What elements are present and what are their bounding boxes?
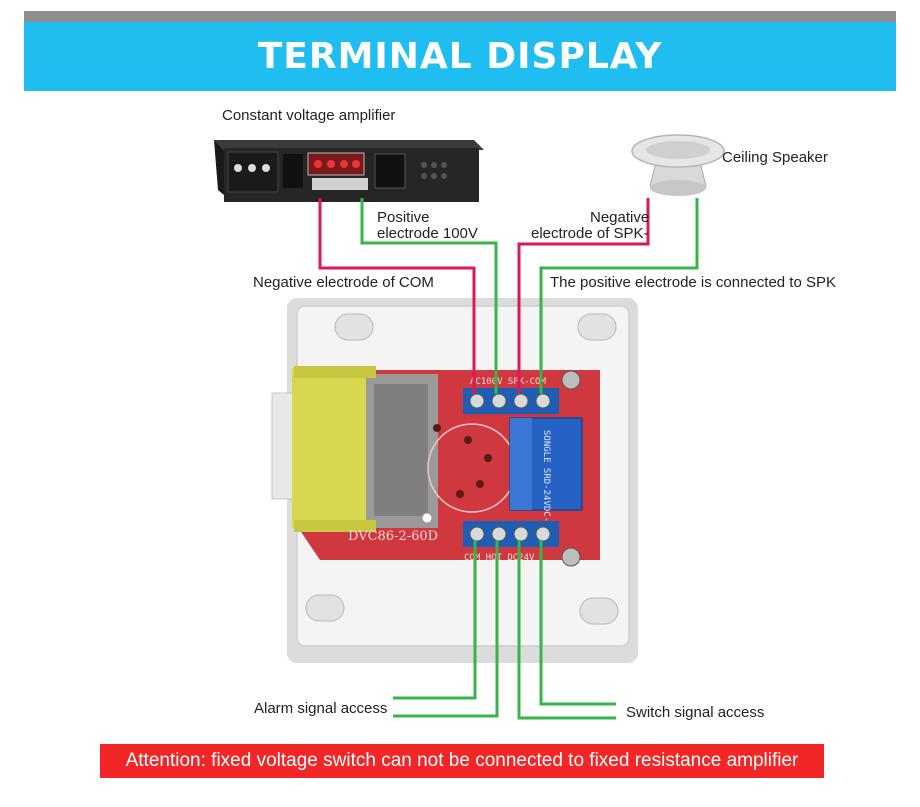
title-banner: TERMINAL DISPLAY [24, 22, 896, 91]
negative-com-label: Negative electrode of COM [253, 274, 434, 291]
positive-spk-label: The positive electrode is connected to S… [550, 274, 836, 291]
board-model-label: DVC86-2-60D [348, 529, 438, 544]
switch-signal-label: Switch signal access [626, 704, 765, 721]
top-bar [24, 11, 896, 22]
relay-label: SONGLE SRD-24VDC-SL-C [541, 430, 551, 544]
attention-banner: Attention: fixed voltage switch can not … [100, 744, 824, 778]
positive-100v-label-line2: electrode 100V [377, 225, 478, 242]
wires [318, 198, 699, 720]
ceiling-speaker-label: Ceiling Speaker [722, 149, 828, 166]
negative-spk-label-line2: electrode of SPK- [531, 225, 649, 242]
amplifier-label: Constant voltage amplifier [222, 107, 396, 124]
bottom-terminal-label: COM HOT DC24V [464, 553, 535, 563]
alarm-signal-label: Alarm signal access [254, 700, 388, 717]
page-title: TERMINAL DISPLAY [257, 36, 663, 77]
ceiling-speaker-illustration [631, 134, 725, 196]
amplifier-illustration [214, 140, 484, 202]
attention-text: Attention: fixed voltage switch can not … [125, 750, 799, 771]
positive-100v-label-line1: Positive [377, 209, 430, 226]
circuit-board: SONGLE SRD-24VDC-SL-C AC100V SPK-COM COM… [292, 366, 600, 567]
negative-spk-label-line1: Negative [590, 209, 650, 226]
top-terminal-label: AC100V SPK-COM [470, 377, 546, 387]
